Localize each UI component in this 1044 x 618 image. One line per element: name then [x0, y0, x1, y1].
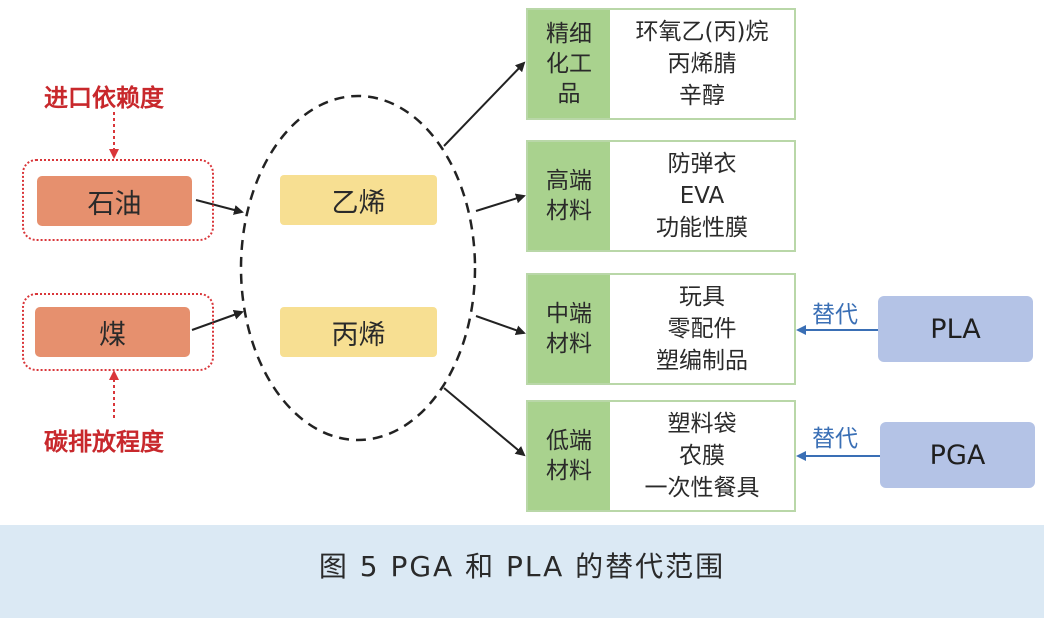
category-head: 低端材料: [528, 402, 610, 510]
mid-end-arrow: [475, 315, 526, 336]
category-low-end: 低端材料 塑料袋 农膜 一次性餐具: [526, 400, 796, 512]
category-item: 功能性膜: [656, 215, 748, 241]
coal-frame: [22, 293, 214, 371]
category-item: 零配件: [667, 316, 737, 342]
category-fine-chemicals: 精细化工品 环氧乙(丙)烷 丙烯腈 辛醇: [526, 8, 796, 120]
coal-box: 煤: [35, 307, 190, 357]
category-item: 辛醇: [679, 83, 725, 109]
petroleum-frame: [22, 159, 214, 241]
figure-caption: 图 5 PGA 和 PLA 的替代范围: [318, 550, 726, 583]
diagram-canvas: 进口依赖度 碳排放程度 石油 煤 乙烯 丙烯 精细化工品 环氧乙(丙)烷 丙烯腈…: [0, 0, 1044, 525]
category-item: 防弹衣: [667, 151, 737, 177]
category-item: 塑料袋: [667, 411, 737, 437]
category-item: 丙烯腈: [667, 51, 737, 77]
category-item: 塑编制品: [656, 348, 748, 374]
category-head: 精细化工品: [528, 10, 610, 118]
connector-layer: [109, 61, 880, 461]
category-item: 一次性餐具: [644, 475, 760, 501]
ethylene-box: 乙烯: [280, 175, 437, 225]
coal-arrow: [191, 310, 244, 331]
carbon-emission-label: 碳排放程度: [44, 428, 164, 456]
category-item: 玩具: [679, 284, 725, 310]
category-head: 高端材料: [528, 142, 610, 250]
product-group-ellipse: [239, 94, 477, 442]
petroleum-box: 石油: [37, 176, 192, 226]
category-item: EVA: [679, 183, 725, 209]
import-dependency-label: 进口依赖度: [44, 84, 164, 112]
category-item: 农膜: [679, 443, 725, 469]
category-head: 中端材料: [528, 275, 610, 383]
category-mid-end: 中端材料 玩具 零配件 塑编制品: [526, 273, 796, 385]
category-high-end: 高端材料 防弹衣 EVA 功能性膜: [526, 140, 796, 252]
pga-substitute-label: 替代: [812, 426, 858, 452]
propylene-box: 丙烯: [280, 307, 437, 357]
category-item: 环氧乙(丙)烷: [635, 19, 769, 45]
fine-chemicals-arrow: [443, 61, 526, 147]
pga-box: PGA: [880, 422, 1035, 488]
pla-box: PLA: [878, 296, 1033, 362]
pla-substitute-label: 替代: [812, 302, 858, 328]
low-end-arrow: [443, 387, 526, 457]
petroleum-arrow: [195, 199, 244, 215]
high-end-arrow: [475, 193, 526, 212]
